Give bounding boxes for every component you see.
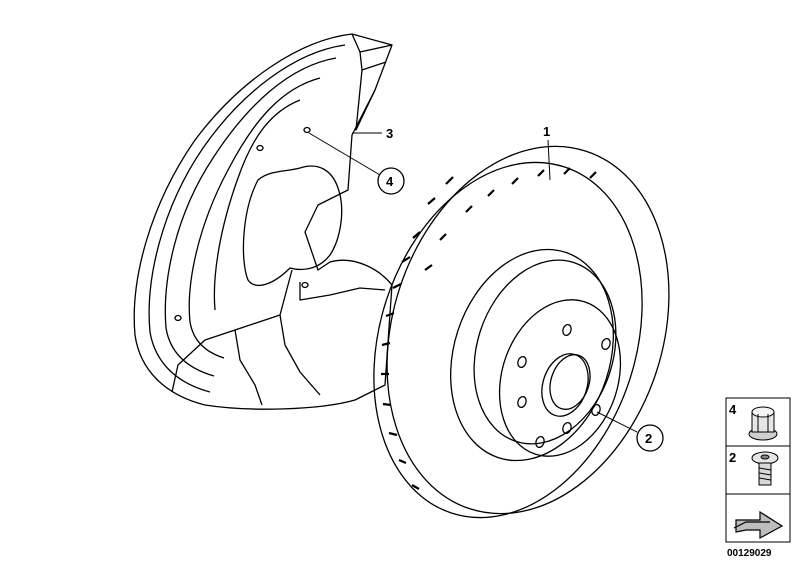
diagram-id: 00129029 [727, 548, 772, 559]
callout-2-label: 2 [645, 431, 652, 446]
brake-disc-bolt-holes [517, 323, 611, 449]
hex-flange-screw-icon [748, 406, 778, 441]
arrow-icon [733, 510, 784, 540]
legend-item-2-number: 2 [729, 450, 736, 465]
legend-panel: 4 2 [725, 397, 791, 543]
callout-brake-disc[interactable]: 1 [543, 124, 551, 181]
callout-1-label: 1 [543, 124, 550, 139]
legend-item-4-number: 4 [729, 402, 737, 417]
flat-head-bolt-icon [751, 451, 779, 486]
callout-4-label: 4 [386, 174, 394, 189]
callout-bolt[interactable]: 2 [596, 411, 664, 452]
protection-plate[interactable] [133, 33, 393, 410]
brake-disc[interactable] [330, 109, 714, 552]
brake-disc-vents [381, 167, 597, 490]
callout-3-label: 3 [386, 126, 393, 141]
callout-screw[interactable]: 4 [308, 132, 405, 195]
callout-protection-plate[interactable]: 3 [352, 126, 393, 141]
